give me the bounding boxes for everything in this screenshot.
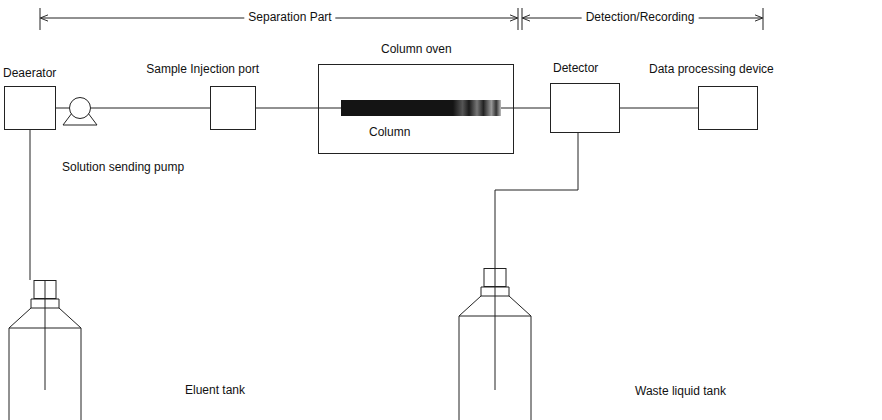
- node-label: Data processing device: [649, 63, 774, 76]
- node-label: Eluent tank: [185, 384, 245, 397]
- tubing-line: [501, 108, 550, 109]
- deaerator-box: Deaerator: [4, 86, 56, 130]
- bottle-body: [459, 287, 531, 420]
- bracket-tick: [522, 8, 523, 30]
- pump-symbol: Solution sending pump: [69, 97, 91, 119]
- bottle-outline: [455, 268, 535, 420]
- node-label: Waste liquid tank: [635, 385, 726, 398]
- bottle-cap: [34, 281, 56, 299]
- bottle-outline: [5, 280, 85, 420]
- eluent-bottle: Eluent tank: [5, 280, 85, 420]
- bracket-tick: [763, 8, 764, 30]
- data-processor-box: Data processing device: [698, 86, 758, 130]
- column-oven-box: Column ovenColumn: [318, 64, 514, 154]
- pump-outline: [69, 97, 91, 119]
- node-label: Column: [369, 126, 410, 139]
- tubing-line: [620, 108, 698, 109]
- bottle-cap: [484, 269, 506, 287]
- bottle-body: [9, 299, 81, 420]
- tubing-line: [56, 108, 69, 109]
- pump-head: [70, 98, 91, 119]
- injection-port-box: Sample Injection port: [210, 86, 256, 130]
- bracket-tick: [518, 8, 519, 30]
- node-label: Solution sending pump: [62, 161, 184, 174]
- detector-box: Detector: [550, 83, 620, 133]
- column-bar: Column: [341, 100, 501, 116]
- node-label: Sample Injection port: [146, 63, 259, 76]
- node-label: Deaerator: [3, 67, 56, 80]
- tubing-line: [91, 108, 210, 109]
- bracket-tick: [40, 8, 41, 30]
- waste-bottle: Waste liquid tank: [455, 268, 535, 420]
- node-label: Detector: [553, 62, 598, 75]
- section-label: Detection/Recording: [582, 11, 699, 24]
- section-label: Separation Part: [244, 11, 335, 24]
- node-label: Column oven: [381, 43, 452, 56]
- tube-in-bottle: [45, 280, 46, 390]
- tubing-line: [30, 130, 31, 280]
- tubing-line: [256, 108, 341, 109]
